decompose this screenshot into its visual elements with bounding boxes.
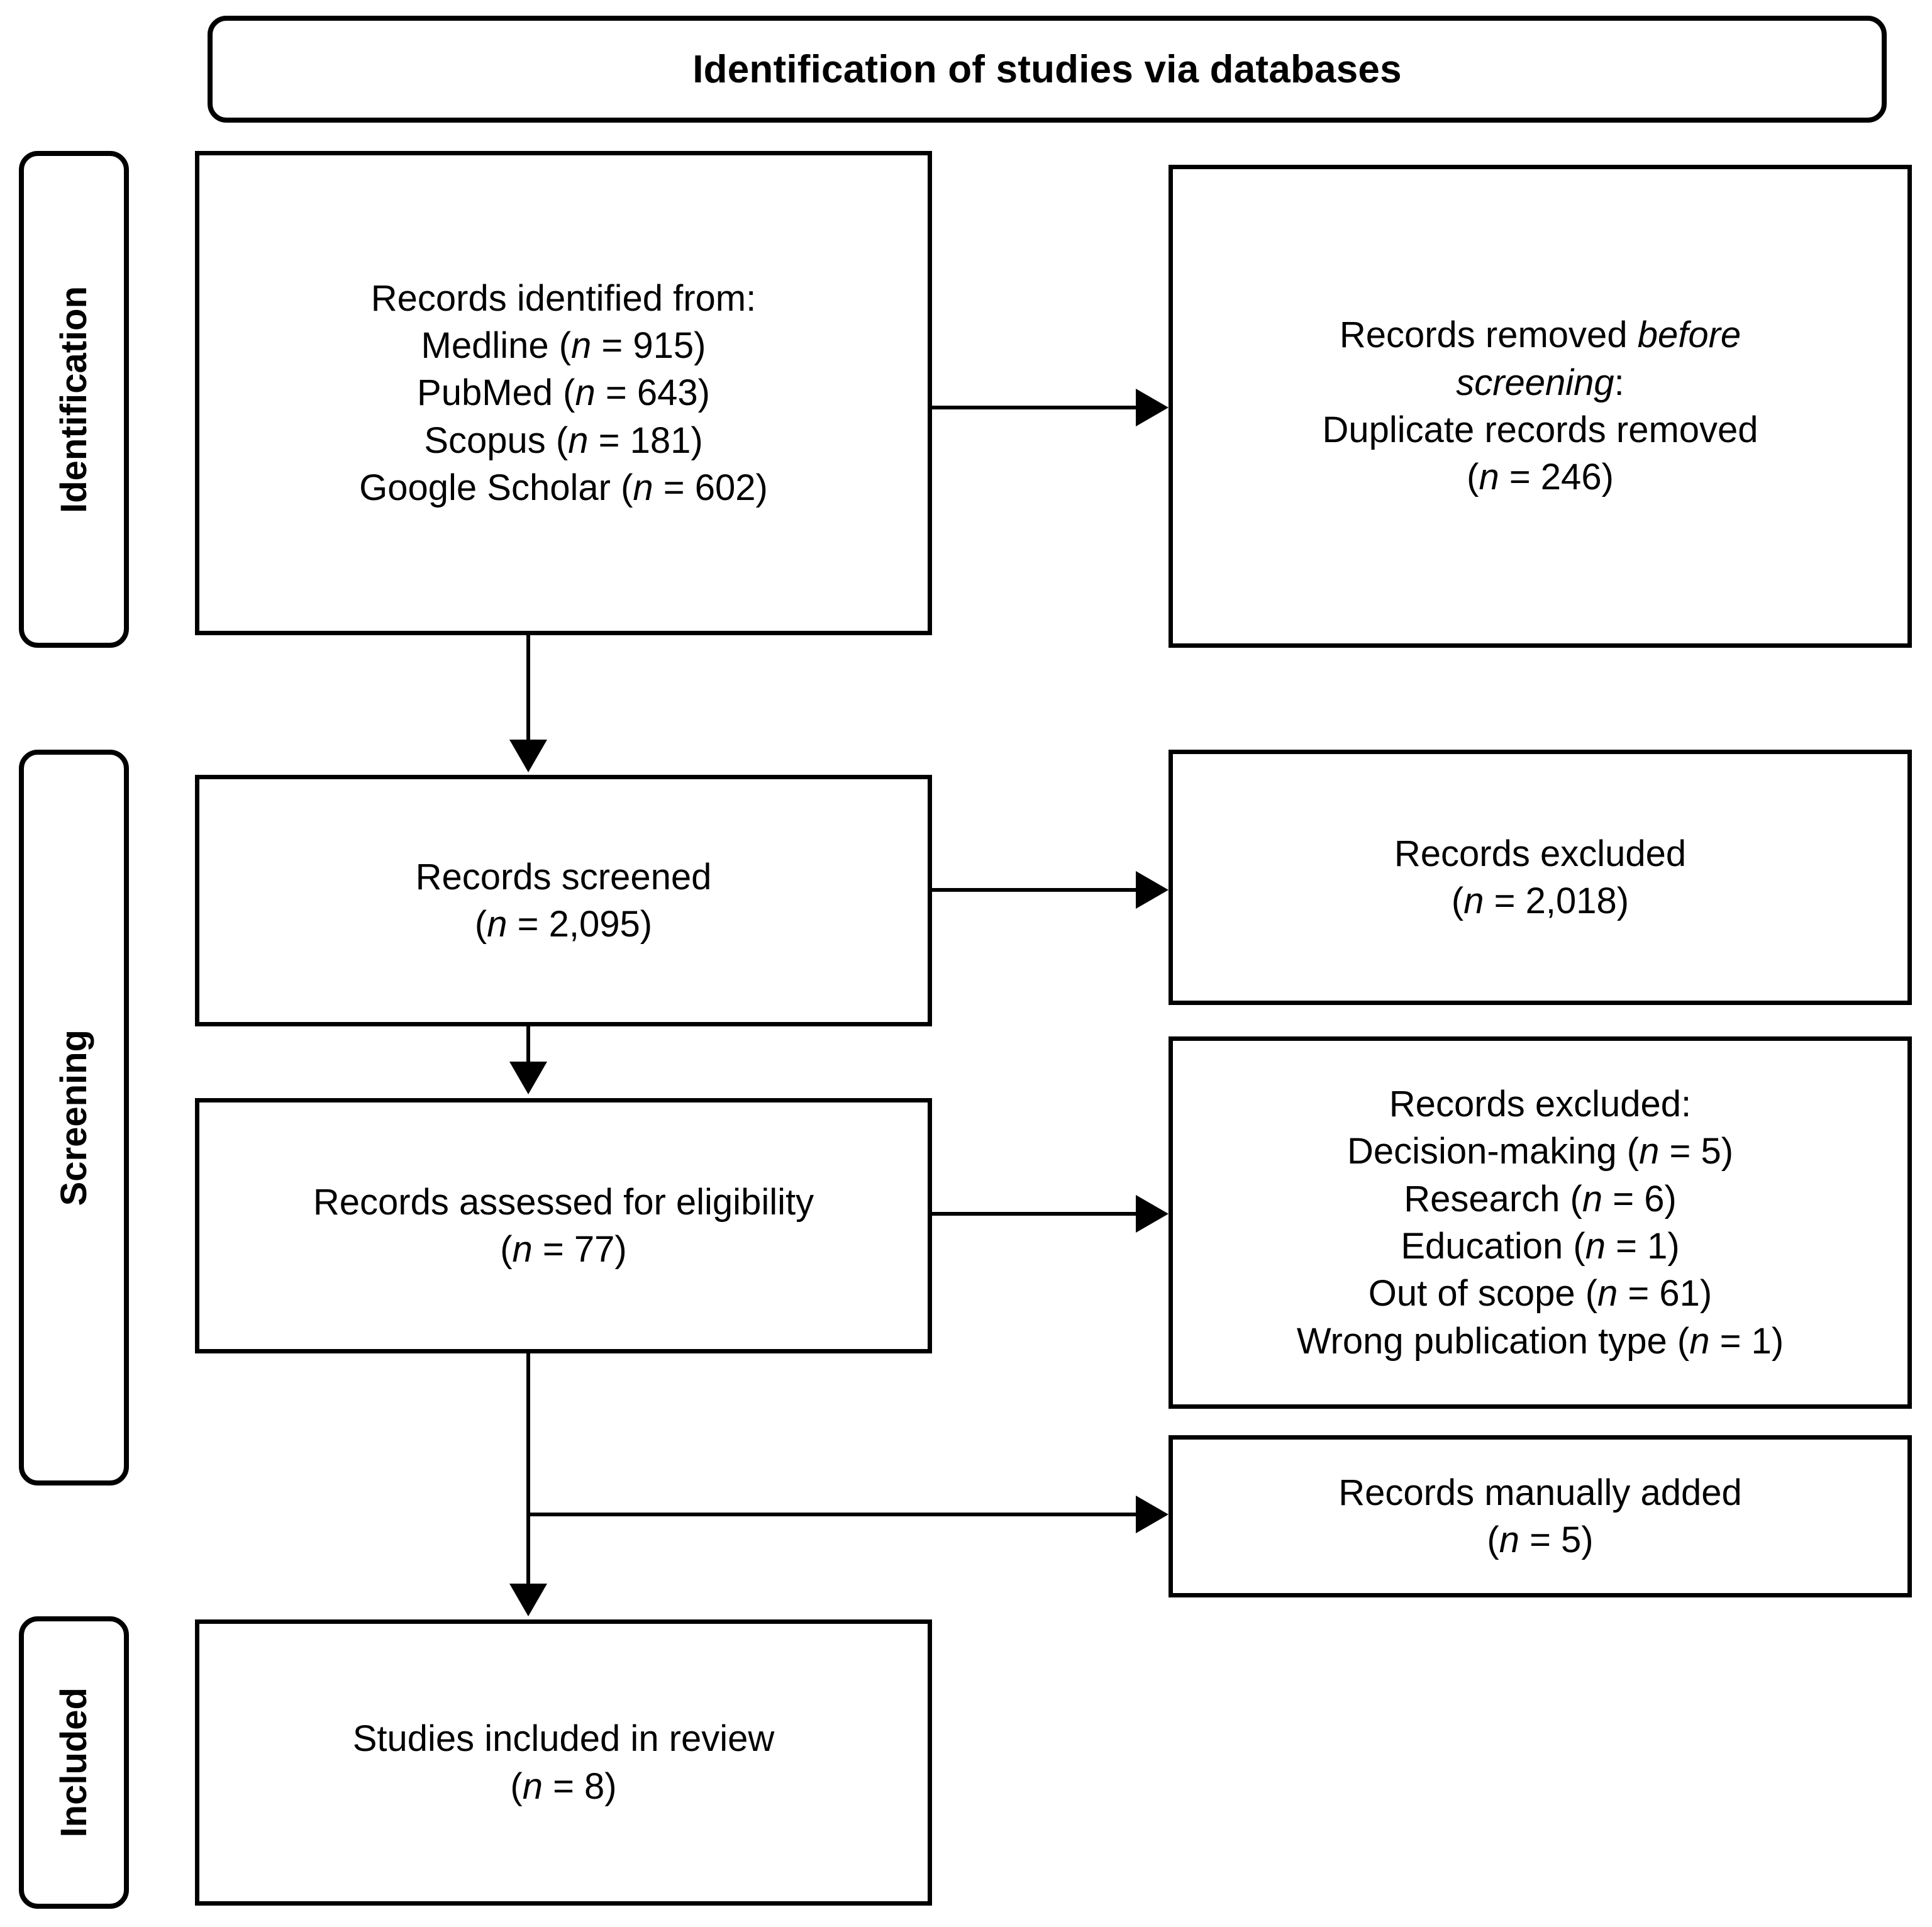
connector-screened-to-assessed-arrowhead	[509, 1062, 547, 1094]
records-excluded-eligibility-box: Records excluded: Decision-making (n = 5…	[1169, 1036, 1912, 1409]
connector-assessed-to-included-arrowhead	[509, 1584, 547, 1616]
connector-identified-to-removed	[932, 406, 1141, 409]
phase-label-screening-text: Screening	[53, 1029, 94, 1206]
records-screened-text: Records screened (n = 2,095)	[407, 853, 721, 948]
records-assessed-for-eligibility-box: Records assessed for eligibility (n = 77…	[195, 1098, 932, 1353]
phase-label-identification-text: Identification	[53, 286, 94, 513]
records-identified-text: Records identified from: Medline (n = 91…	[350, 275, 777, 512]
records-manually-added-line-0: Records manually added	[1338, 1472, 1742, 1513]
records-screened-line-0: Records screened	[415, 856, 712, 897]
records-manually-added-line-1: (n = 5)	[1487, 1519, 1594, 1560]
connector-identified-to-screened-arrowhead	[509, 740, 547, 772]
records-removed-line-2: Duplicate records removed	[1322, 409, 1758, 450]
records-excluded-eligibility-line-3: Education (n = 1)	[1401, 1226, 1680, 1267]
records-manually-added-box: Records manually added (n = 5)	[1169, 1435, 1912, 1597]
connector-screened-to-excluded-arrowhead	[1136, 871, 1169, 909]
studies-included-line-1: (n = 8)	[510, 1765, 617, 1807]
records-assessed-line-0: Records assessed for eligibility	[313, 1181, 814, 1223]
records-identified-line-0: Records identified from:	[370, 277, 757, 319]
diagram-header-banner: Identification of studies via databases	[208, 16, 1887, 123]
records-removed-line-1: screening:	[1456, 362, 1624, 403]
records-excluded-eligibility-text: Records excluded: Decision-making (n = 5…	[1288, 1080, 1792, 1365]
records-identified-box: Records identified from: Medline (n = 91…	[195, 151, 932, 635]
records-removed-line-3: (n = 246)	[1467, 457, 1614, 498]
records-identified-line-4: Google Scholar (n = 602)	[359, 467, 768, 509]
phase-label-included-text: Included	[53, 1687, 94, 1838]
connector-spine-to-manually-added	[526, 1513, 1141, 1516]
phase-label-included: Included	[19, 1616, 129, 1909]
connector-assessed-to-included	[526, 1353, 530, 1586]
connector-spine-to-manually-added-arrowhead	[1136, 1496, 1169, 1533]
records-removed-line-0: Records removed before	[1339, 314, 1741, 356]
connector-identified-to-removed-arrowhead	[1136, 389, 1169, 426]
records-excluded-eligibility-line-0: Records excluded:	[1389, 1083, 1692, 1125]
records-assessed-line-1: (n = 77)	[500, 1229, 627, 1270]
records-excluded-eligibility-line-4: Out of scope (n = 61)	[1368, 1273, 1713, 1314]
records-identified-line-1: Medline (n = 915)	[421, 325, 706, 366]
phase-label-identification: Identification	[19, 151, 129, 648]
records-identified-line-2: PubMed (n = 643)	[417, 372, 710, 414]
records-manually-added-text: Records manually added (n = 5)	[1330, 1469, 1751, 1564]
records-removed-text: Records removed before screening: Duplic…	[1313, 311, 1767, 501]
records-excluded-eligibility-line-1: Decision-making (n = 5)	[1346, 1131, 1734, 1172]
records-excluded-screening-line-0: Records excluded	[1394, 833, 1687, 874]
records-excluded-eligibility-line-2: Research (n = 6)	[1404, 1178, 1677, 1219]
phase-label-screening: Screening	[19, 750, 129, 1486]
records-identified-line-3: Scopus (n = 181)	[424, 419, 703, 461]
records-screened-box: Records screened (n = 2,095)	[195, 775, 932, 1026]
connector-assessed-to-excluded-arrowhead	[1136, 1195, 1169, 1233]
studies-included-line-0: Studies included in review	[352, 1718, 775, 1760]
connector-identified-to-screened	[526, 635, 530, 742]
records-screened-line-1: (n = 2,095)	[474, 904, 653, 945]
records-removed-before-screening-box: Records removed before screening: Duplic…	[1169, 165, 1912, 648]
studies-included-in-review-box: Studies included in review (n = 8)	[195, 1619, 932, 1906]
connector-screened-to-excluded	[932, 888, 1141, 892]
studies-included-text: Studies included in review (n = 8)	[344, 1715, 784, 1810]
records-excluded-screening-box: Records excluded (n = 2,018)	[1169, 750, 1912, 1005]
records-excluded-eligibility-line-5: Wrong publication type (n = 1)	[1296, 1320, 1784, 1362]
connector-screened-to-assessed	[526, 1026, 530, 1064]
records-assessed-text: Records assessed for eligibility (n = 77…	[304, 1179, 823, 1274]
records-excluded-screening-text: Records excluded (n = 2,018)	[1385, 830, 1695, 925]
diagram-header-label: Identification of studies via databases	[692, 47, 1402, 91]
connector-assessed-to-excluded	[932, 1212, 1141, 1216]
records-excluded-screening-line-1: (n = 2,018)	[1451, 880, 1629, 921]
